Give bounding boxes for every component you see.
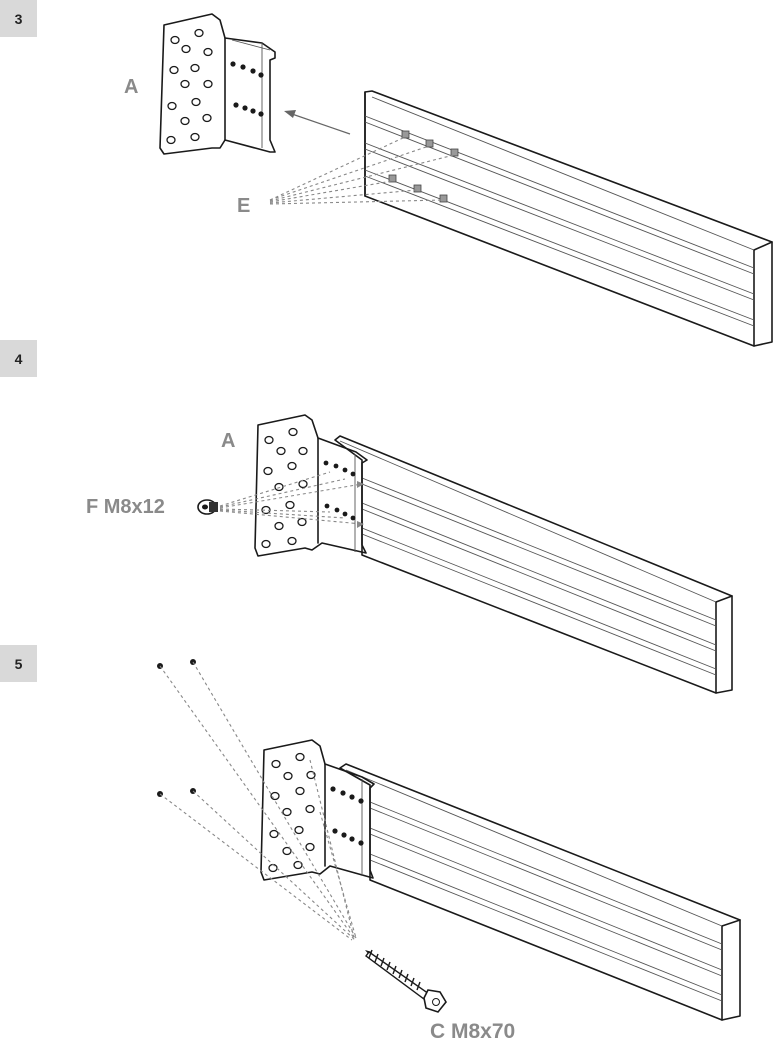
step-5-badge: 5 [0, 645, 37, 682]
step-3-nuts [388, 130, 459, 203]
step-3-guide-lines [269, 136, 455, 205]
step-3-bracket-label: A [124, 76, 139, 98]
step-5-beam [339, 763, 741, 1021]
step-5-guide-lines [159, 661, 357, 941]
step-4-bolt-label: F M8x12 [86, 496, 165, 518]
step-4-number: 4 [14, 350, 23, 367]
step-3-beam [364, 90, 773, 347]
step-4-bracket [254, 414, 368, 557]
step-4-bolt [197, 499, 218, 515]
step-5-drill-points [157, 659, 196, 797]
step-5-number: 5 [14, 655, 23, 672]
step-4-badge: 4 [0, 340, 37, 377]
step-4-bracket-label: A [221, 430, 236, 452]
step-3-arrow [284, 110, 351, 135]
step-5-lag-screw [365, 949, 447, 1013]
step-3-nut-label: E [237, 195, 251, 217]
step-3-bracket [159, 13, 276, 155]
step-3-badge: 3 [0, 0, 37, 37]
step-5-screw-label: C M8x70 [430, 1020, 516, 1043]
step-4-beam [334, 435, 733, 694]
step-5-bracket [260, 739, 375, 881]
step-3-number: 3 [14, 10, 23, 27]
step-4-guide-lines [219, 471, 364, 528]
